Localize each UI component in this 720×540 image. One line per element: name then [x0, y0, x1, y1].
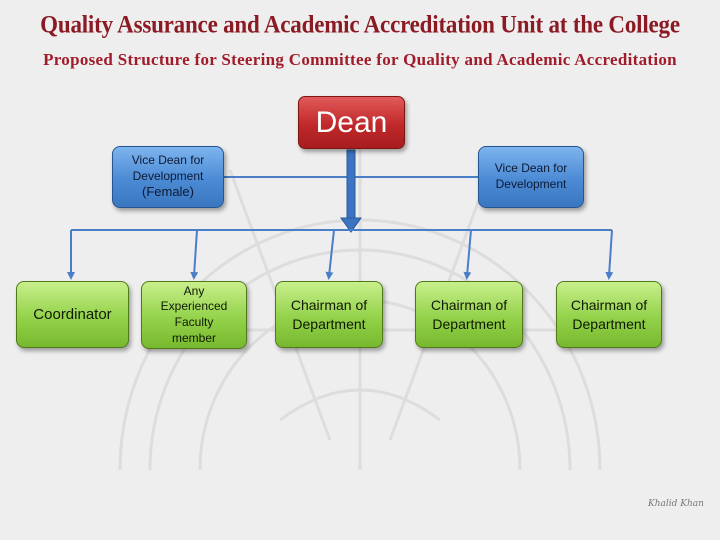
faculty-member-line3: Faculty: [174, 315, 214, 329]
faculty-member-line2: Experienced: [160, 299, 228, 314]
page-subtitle: Proposed Structure for Steering Committe…: [43, 50, 677, 69]
page-title: Quality Assurance and Academic Accredita…: [40, 10, 680, 38]
chairman-2-line1: Chairman of: [430, 297, 508, 314]
author-signature: Khalid Khan: [648, 499, 704, 509]
chairman-3-line2: Department: [572, 315, 646, 332]
vice-dean-line1: Vice Dean for: [494, 161, 568, 176]
chairman-1-line2: Department: [292, 315, 366, 332]
vice-dean-female-box: Vice Dean for Development (Female): [112, 146, 224, 208]
coordinator-box: Coordinator: [16, 281, 129, 348]
coordinator-label: Coordinator: [33, 305, 112, 323]
chairman-2-line2: Department: [432, 315, 506, 332]
dean-down-arrow: [340, 149, 362, 233]
vice-dean-female-line2: Development: [132, 168, 204, 183]
dean-box: Dean: [298, 96, 405, 149]
vice-dean-box: Vice Dean for Development: [478, 146, 584, 208]
faculty-member-line4: member: [171, 330, 216, 345]
branch-arrows: [67, 229, 614, 280]
chairman-1-line1: Chairman of: [290, 297, 368, 314]
vice-dean-female-line1: Vice Dean for: [131, 152, 205, 167]
chairman-box-1: Chairman of Department: [275, 281, 383, 348]
faculty-member-line1: Any: [183, 283, 205, 298]
vice-dean-line2: Development: [495, 177, 567, 191]
chairman-box-2: Chairman of Department: [415, 281, 523, 348]
vice-dean-female-line3: (Female): [141, 184, 194, 200]
chairman-box-3: Chairman of Department: [556, 281, 662, 348]
chairman-3-line1: Chairman of: [570, 297, 648, 314]
faculty-member-box: Any Experienced Faculty member: [141, 281, 247, 349]
dean-label: Dean: [315, 106, 388, 139]
